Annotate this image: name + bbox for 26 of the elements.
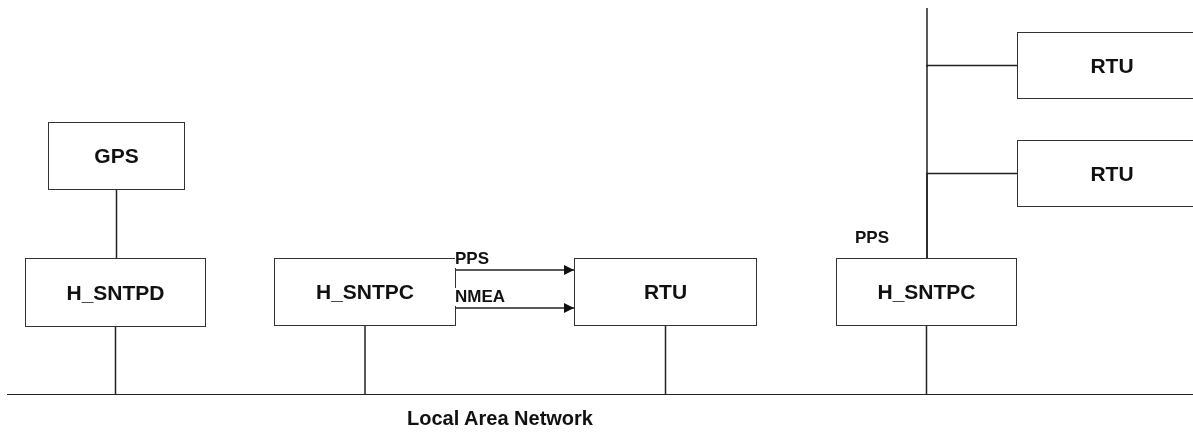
edge-label: PPS bbox=[455, 250, 490, 268]
connector-line bbox=[114, 326, 117, 395]
connector-line bbox=[926, 172, 1018, 259]
node-label: RTU bbox=[1090, 161, 1134, 186]
arrow bbox=[455, 265, 575, 275]
device-box bbox=[1017, 140, 1193, 207]
node-label: GPS bbox=[94, 144, 139, 168]
device-box bbox=[574, 258, 757, 326]
device-box bbox=[1017, 32, 1193, 99]
device-box bbox=[25, 258, 206, 327]
device-box bbox=[48, 122, 185, 190]
connector-line bbox=[364, 325, 366, 395]
connector-line bbox=[664, 325, 667, 395]
device-box bbox=[836, 258, 1017, 326]
edge-label: NMEA bbox=[455, 288, 506, 306]
connector-line bbox=[115, 189, 118, 259]
node-label: RTU bbox=[1090, 53, 1134, 78]
node-label: H_SNTPC bbox=[316, 280, 414, 304]
signal-label: PPS bbox=[855, 229, 890, 247]
device-box bbox=[274, 258, 456, 326]
bus-label: Local Area Network bbox=[407, 407, 593, 430]
node-label: H_SNTPC bbox=[877, 280, 976, 304]
node-label: RTU bbox=[643, 280, 688, 304]
arrow bbox=[455, 303, 575, 313]
node-label: H_SNTPD bbox=[66, 280, 165, 305]
connector-line bbox=[925, 325, 928, 395]
